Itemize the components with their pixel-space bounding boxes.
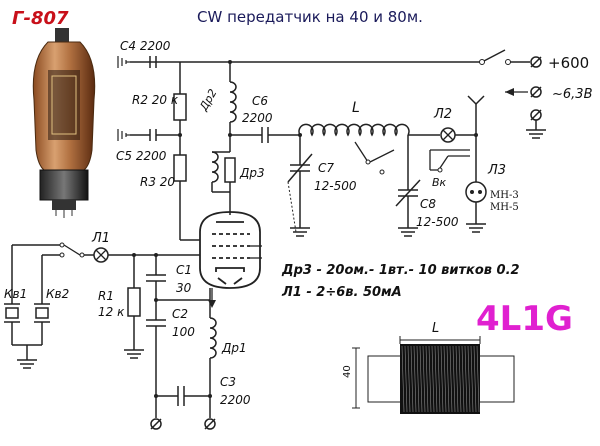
ac-ground <box>526 109 546 139</box>
ac-label: ~6,3В <box>552 87 593 102</box>
schematic-title: CW передатчик на 40 и 80м. <box>197 8 423 26</box>
l3-label: Л3 <box>487 163 506 178</box>
hv-terminal <box>530 56 542 68</box>
hv-label: +600 <box>548 54 589 72</box>
coil-dimension: 40 <box>342 365 353 378</box>
tube-label: Г-807 <box>12 8 69 29</box>
capacitor-c4 <box>130 56 157 68</box>
neon-l3 <box>465 181 487 203</box>
ground-c7 <box>290 227 310 237</box>
c4-label: С4 2200 <box>120 39 171 53</box>
coil-l <box>298 123 410 137</box>
c1-value: 30 <box>176 281 192 295</box>
c7-value: 12-500 <box>314 179 357 193</box>
lamp-l2 <box>440 127 456 143</box>
c3-value: 2200 <box>220 393 251 407</box>
ground-l3 <box>466 223 486 233</box>
capacitor-c3 <box>177 386 185 406</box>
c2-value: 100 <box>172 325 195 339</box>
resistor-r3 <box>173 154 187 182</box>
ground-c5 <box>117 129 130 141</box>
capacitor-c5 <box>130 129 180 141</box>
c1-name: С1 <box>176 263 192 277</box>
vk-label: Вк <box>432 176 447 189</box>
choke-dr1 <box>209 317 217 359</box>
c7-name: С7 <box>318 161 334 175</box>
c5-label: С5 2200 <box>116 149 167 163</box>
choke-dr3 <box>211 151 219 183</box>
r3-label: R3 20 <box>140 175 175 189</box>
coil-drawing: L 40 <box>342 321 515 414</box>
crystal-kv2 <box>34 290 50 345</box>
l1-label: Л1 <box>91 231 110 246</box>
capacitor-c2 <box>146 319 166 327</box>
ground-crystals <box>17 359 37 369</box>
dr1-label: Др1 <box>221 341 247 355</box>
kv2-label: Кв2 <box>46 287 69 301</box>
crystal-kv1 <box>4 290 20 345</box>
c6-value: 2200 <box>242 111 273 125</box>
c8-value: 12-500 <box>416 215 459 229</box>
tube-symbol <box>199 211 261 289</box>
ground-c4 <box>117 56 130 68</box>
ac-terminal <box>505 86 542 98</box>
capacitor-c1 <box>146 274 166 282</box>
c2-name: С2 <box>172 307 188 321</box>
lamp-l1 <box>93 247 109 263</box>
hv-rail <box>150 49 530 63</box>
note-dr3: Др3 - 20ом.- 1вт.- 10 витков 0.2 <box>281 263 520 278</box>
resistor-r1 <box>127 287 141 317</box>
r1-value: 12 к <box>98 305 125 319</box>
coil-drawing-label: L <box>432 321 439 336</box>
r1-name: R1 <box>98 289 114 303</box>
c6-name: С6 <box>252 94 268 108</box>
choke-dr2 <box>229 81 237 123</box>
c3-name: С3 <box>220 375 236 389</box>
l-label: L <box>352 100 360 116</box>
ground-r1 <box>124 349 144 359</box>
note-l1: Л1 - 2÷6в. 50мА <box>281 285 402 300</box>
tube-type-label: 4L1G <box>476 299 573 339</box>
antenna <box>467 95 485 135</box>
tube-photo: Г-807 <box>12 8 96 218</box>
capacitor-c6 <box>261 127 269 143</box>
filament-terminal-2 <box>204 418 216 430</box>
resistor-dr3 <box>224 157 236 183</box>
dr3-label: Др3 <box>239 166 265 180</box>
filament-terminal-1 <box>150 418 162 430</box>
c8-name: С8 <box>420 197 436 211</box>
r2-label: R2 20 к <box>132 93 179 107</box>
dr2-label: Др2 <box>197 87 220 114</box>
l2-label: Л2 <box>433 107 452 122</box>
kv1-label: Кв1 <box>4 287 27 301</box>
l3-types: МН-3 МН-5 <box>490 190 522 213</box>
ground-c8 <box>398 227 418 237</box>
